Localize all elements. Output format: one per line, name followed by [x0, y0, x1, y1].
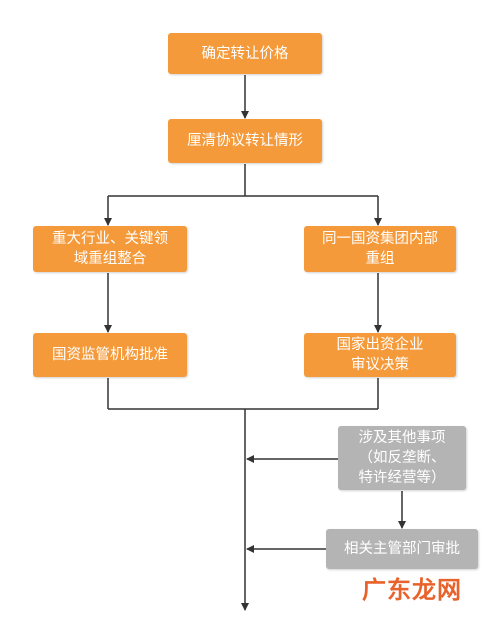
- node-dept-approval: 相关主管部门审批: [326, 529, 478, 569]
- node-clarify-agreement: 厘清协议转让情形: [168, 119, 322, 163]
- watermark-logo: 广东龙网: [362, 576, 462, 604]
- node-sasac-approval: 国资监管机构批准: [33, 333, 187, 377]
- node-same-group: 同一国资集团内部 重组: [304, 226, 456, 272]
- node-soe-decision: 国家出资企业 审议决策: [304, 333, 456, 377]
- node-confirm-price: 确定转让价格: [168, 33, 322, 74]
- node-other-matters: 涉及其他事项 （如反垄断、 特许经营等）: [338, 426, 466, 490]
- node-major-industry: 重大行业、关键领 域重组整合: [33, 226, 187, 272]
